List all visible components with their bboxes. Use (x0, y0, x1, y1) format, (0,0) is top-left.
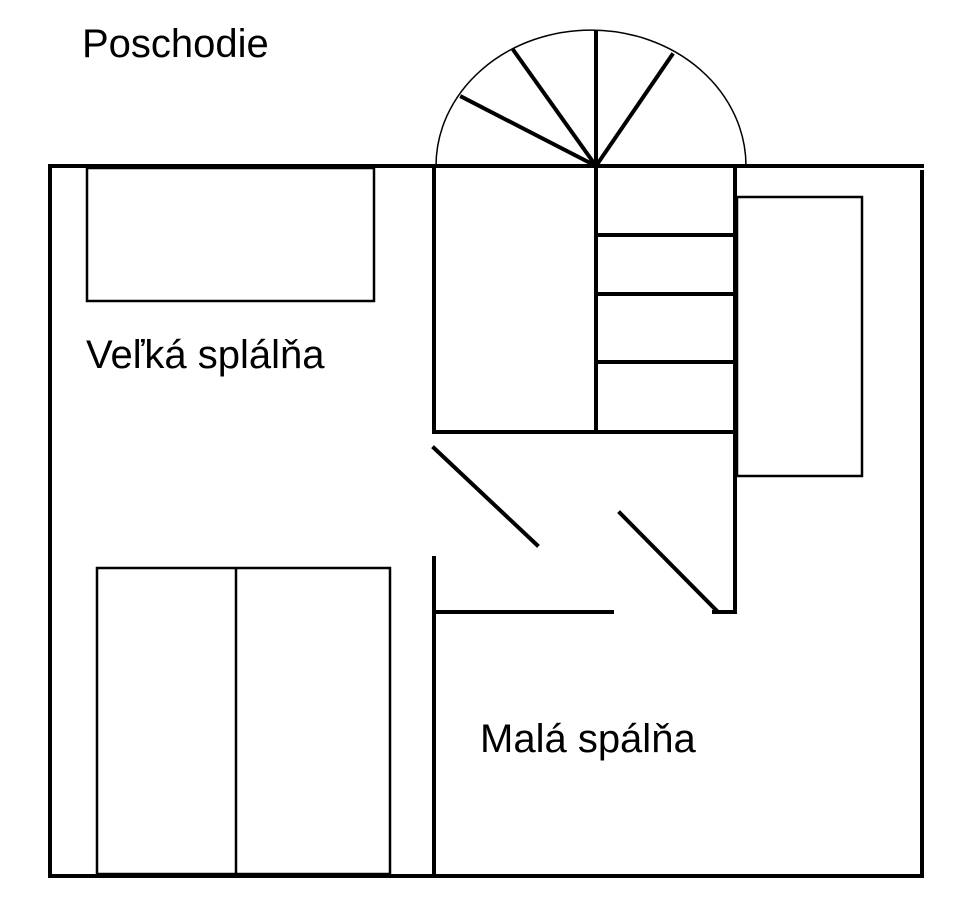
spiral-stair-step (459, 94, 599, 169)
outer-walls (48, 164, 924, 878)
door-small-bedroom (617, 510, 719, 613)
room-label-large-bedroom: Veľká splálňa (86, 333, 325, 377)
room-label-small-bedroom: Malá spálňa (480, 717, 696, 761)
wardrobe (95, 566, 392, 876)
door-large-bedroom (431, 445, 540, 548)
bed-large-bedroom (85, 166, 376, 303)
spiral-staircase (435, 29, 747, 169)
furniture (85, 166, 864, 876)
spiral-stair-step (511, 48, 599, 169)
stair-treads (594, 233, 737, 364)
doors (431, 445, 719, 613)
spiral-stair-arc (435, 29, 747, 167)
spiral-stair-step (593, 52, 675, 169)
interior-walls (432, 164, 737, 878)
floor-title: Poschodie (82, 22, 269, 66)
bed-small-bedroom (735, 195, 864, 478)
